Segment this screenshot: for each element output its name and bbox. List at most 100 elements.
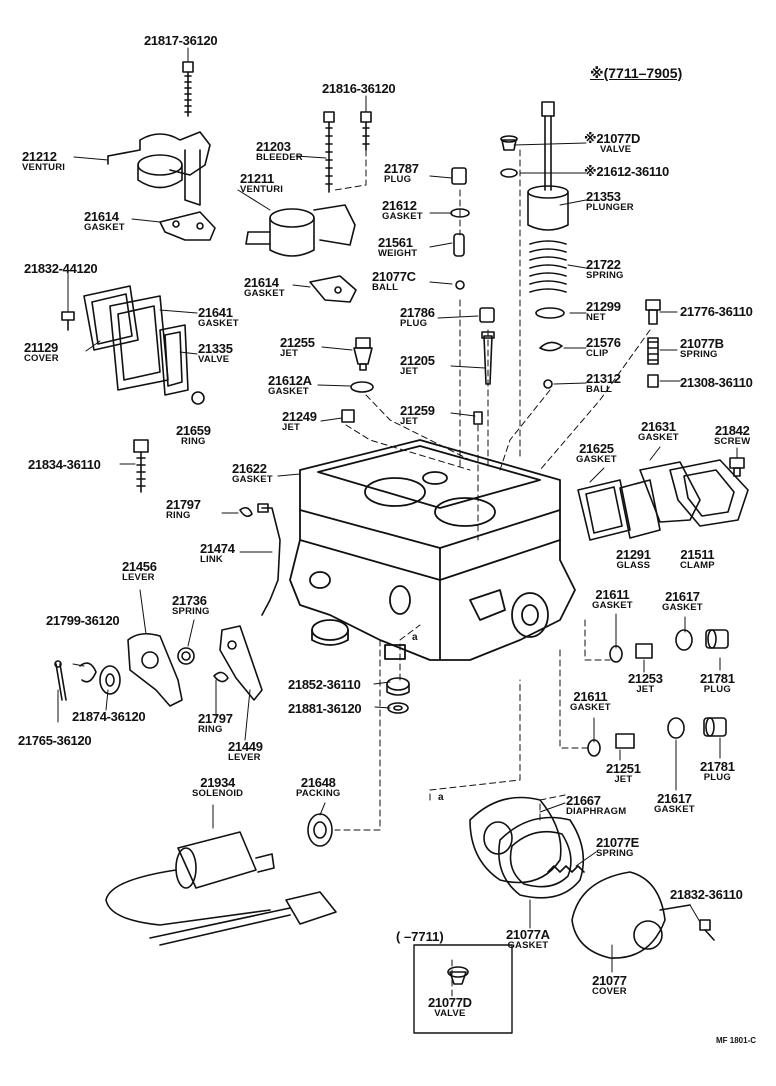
diaphragm-21667-icon	[469, 796, 562, 884]
net-21299-icon	[535, 307, 565, 319]
ball-21312-icon	[543, 379, 553, 389]
bleeder-21203-icon	[323, 111, 372, 193]
label-21832a: 21832-44120	[24, 261, 98, 276]
valve-21077d-icon	[500, 135, 518, 151]
label-21834: 21834-36110	[28, 457, 101, 472]
jet-21255-icon	[353, 337, 373, 371]
gasket-21611a-icon	[609, 645, 623, 663]
packing-21648-icon	[307, 813, 333, 847]
label-21874: 21874-36120	[72, 709, 146, 724]
screw-21308-icon	[647, 374, 659, 388]
screw-21834-icon	[133, 439, 149, 493]
ring-21797b-icon	[213, 671, 229, 683]
glass-21291-icon	[619, 479, 661, 539]
screw-21832-icon	[61, 311, 75, 331]
label-21612s: ※21612-36110	[584, 164, 669, 179]
gasket-21614-icon	[159, 211, 216, 241]
gasket-21612-icon	[450, 208, 470, 218]
cover-21077-icon	[571, 871, 691, 959]
ring-21797-icon	[239, 506, 253, 518]
lever-21456-icon	[127, 632, 183, 707]
clip-21799-icon	[79, 662, 97, 683]
cover-21129-icon	[83, 285, 169, 391]
weight-21561-icon	[453, 233, 465, 257]
plug-21787-icon	[451, 167, 467, 185]
marker-a: a	[412, 632, 418, 643]
clip-21576-icon	[539, 341, 563, 352]
gasket-21631-icon	[639, 461, 701, 523]
jet-21205-icon	[481, 331, 495, 385]
plug-21781a-icon	[705, 629, 729, 649]
gasket-21617a-icon	[675, 629, 693, 651]
jet-21253-icon	[635, 643, 653, 659]
label-21776: 21776-36110	[680, 304, 753, 319]
assembly-dashed-lines	[334, 149, 651, 1001]
pin-21765-icon	[54, 660, 67, 701]
plunger-21353-icon	[527, 101, 569, 231]
lever-21449-icon	[219, 625, 263, 701]
jet-21259-icon	[473, 411, 483, 425]
label-21799: 21799-36120	[46, 613, 120, 628]
spring-21077e-icon	[547, 865, 585, 873]
gasket-21077a-icon	[498, 816, 585, 899]
label-21817: 21817-36120	[144, 33, 218, 48]
ball-21077c-icon	[455, 280, 465, 290]
gasket-21614b-icon	[309, 275, 357, 303]
figure-code: MF 1801-C	[716, 1036, 757, 1045]
valve-21335-icon	[159, 324, 189, 396]
gasket-21617b-icon	[667, 717, 685, 739]
marker-a2: a	[438, 792, 444, 803]
gasket-21611b-icon	[587, 739, 601, 757]
nut-21852-icon	[386, 677, 410, 696]
plug-21786-icon	[479, 307, 495, 323]
label-21308: 21308-36110	[680, 375, 753, 390]
link-21474-icon	[257, 503, 281, 616]
clamp-21511-icon	[669, 459, 749, 527]
valve-21077d2-icon	[447, 966, 469, 985]
solenoid-21934-icon	[105, 831, 337, 946]
carburetor-body-icon	[289, 439, 576, 661]
jet-21251-icon	[615, 733, 635, 749]
screw-21842-icon	[729, 457, 745, 477]
inset-bracket-note: ( –7711)	[396, 929, 444, 944]
gasket-21612a-icon	[350, 381, 374, 393]
